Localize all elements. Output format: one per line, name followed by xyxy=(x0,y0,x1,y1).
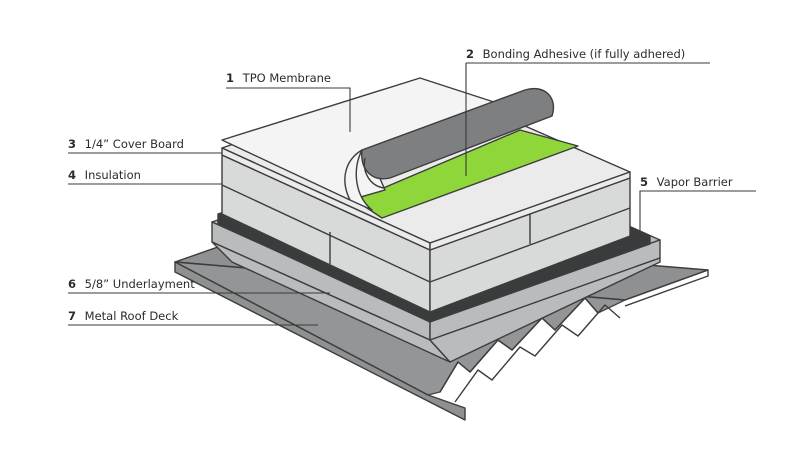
callout-2: 2 Bonding Adhesive (if fully adhered) xyxy=(465,47,710,176)
cover-board-right-face xyxy=(429,171,631,251)
vapor-barrier-right-face xyxy=(429,235,651,323)
callout-3-label: 1/4” Cover Board xyxy=(85,137,184,151)
svg-text:7 Metal Roof Deck: 7 Metal Roof Deck xyxy=(68,309,179,323)
callout-5-number: 5 xyxy=(640,175,648,189)
callout-5-label: Vapor Barrier xyxy=(657,175,733,189)
callout-1-number: 1 xyxy=(226,71,234,85)
membrane-roll-curl xyxy=(344,149,373,211)
callout-7-label: Metal Roof Deck xyxy=(85,309,179,323)
callout-2-label: Bonding Adhesive (if fully adhered) xyxy=(483,47,686,61)
svg-text:1 TPO Membrane: 1 TPO Membrane xyxy=(226,71,331,85)
callout-7: 7 Metal Roof Deck xyxy=(68,309,318,326)
callout-4-label: Insulation xyxy=(85,168,141,182)
svg-text:2 Bonding Adhesive (if f: 2 Bonding Adhesive (if fully adhered) xyxy=(466,47,685,61)
callout-6-number: 6 xyxy=(68,277,76,291)
callout-1: 1 TPO Membrane xyxy=(226,71,351,132)
callout-2-number: 2 xyxy=(466,47,474,61)
callout-7-number: 7 xyxy=(68,309,76,323)
svg-text:5 Vapor Barrier: 5 Vapor Barrier xyxy=(640,175,733,189)
callout-4: 4 Insulation xyxy=(68,168,222,185)
callout-6-label: 5/8” Underlayment xyxy=(85,277,196,291)
svg-text:3 1/4” Cover Board: 3 1/4” Cover Board xyxy=(68,137,184,151)
callout-5: 5 Vapor Barrier xyxy=(639,175,756,234)
callout-4-number: 4 xyxy=(68,168,76,182)
callout-3-number: 3 xyxy=(68,137,76,151)
callout-6: 6 5/8” Underlayment xyxy=(68,277,330,294)
metal-deck-front-face xyxy=(174,261,466,421)
svg-text:6 5/8” Underlayment: 6 5/8” Underlayment xyxy=(68,277,195,291)
callout-3: 3 1/4” Cover Board xyxy=(68,137,222,154)
tpo-membrane-roll xyxy=(344,87,555,211)
svg-text:4 Insulation: 4 Insulation xyxy=(68,168,141,182)
callout-1-label: TPO Membrane xyxy=(242,71,331,85)
